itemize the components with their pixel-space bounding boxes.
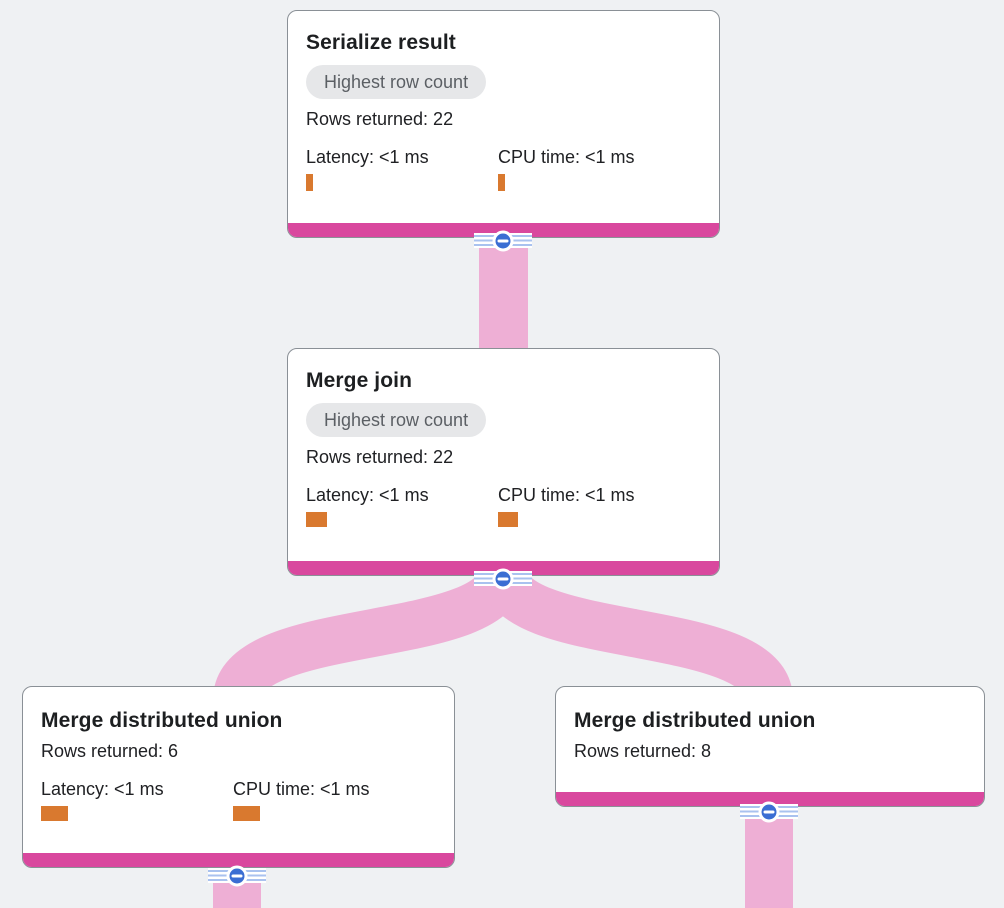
minus-icon [758,801,780,822]
cpu-time-label: CPU time: <1 ms [233,779,370,799]
highest-row-count-badge: Highest row count [306,65,487,99]
latency-bar [306,174,313,191]
node-title: Merge distributed union [574,709,816,732]
node-title: Serialize result [306,31,456,54]
collapse-button-left-union[interactable] [208,865,266,886]
rows-returned: Rows returned: 22 [306,109,454,129]
node-title: Merge join [306,369,413,392]
rows-returned: Rows returned: 8 [574,741,712,761]
flow-band-mergejoin-to-right-union [479,566,793,704]
cpu-time-bar [498,174,505,191]
cpu-time-label: CPU time: <1 ms [498,147,635,167]
latency-bar [41,806,68,821]
collapse-button-right-union[interactable] [740,801,798,822]
rows-returned: Rows returned: 22 [306,447,454,467]
rows-returned: Rows returned: 6 [41,741,179,761]
node-merge-join[interactable]: Merge join Highest row count Rows return… [287,348,720,576]
latency-label: Latency: <1 ms [306,147,429,167]
latency-bar [306,512,327,527]
highest-row-count-badge: Highest row count [306,403,487,437]
node-merge-distributed-union-right[interactable]: Merge distributed union Rows returned: 8 [555,686,985,807]
minus-icon [492,568,514,589]
cpu-time-label: CPU time: <1 ms [498,485,635,505]
flow-band-mergejoin-to-left-union [213,566,527,704]
node-serialize-result[interactable]: Serialize result Highest row count Rows … [287,10,720,238]
minus-icon [226,865,248,886]
node-title: Merge distributed union [41,709,283,732]
minus-icon [492,230,514,251]
node-merge-distributed-union-left[interactable]: Merge distributed union Rows returned: 6… [22,686,455,868]
collapse-button-merge-join[interactable] [474,568,532,589]
latency-label: Latency: <1 ms [306,485,429,505]
node-bottom-bar [556,792,984,806]
cpu-time-bar [498,512,518,527]
latency-label: Latency: <1 ms [41,779,164,799]
collapse-button-serialize-result[interactable] [474,230,532,251]
cpu-time-bar [233,806,260,821]
node-bottom-bar [23,853,454,867]
